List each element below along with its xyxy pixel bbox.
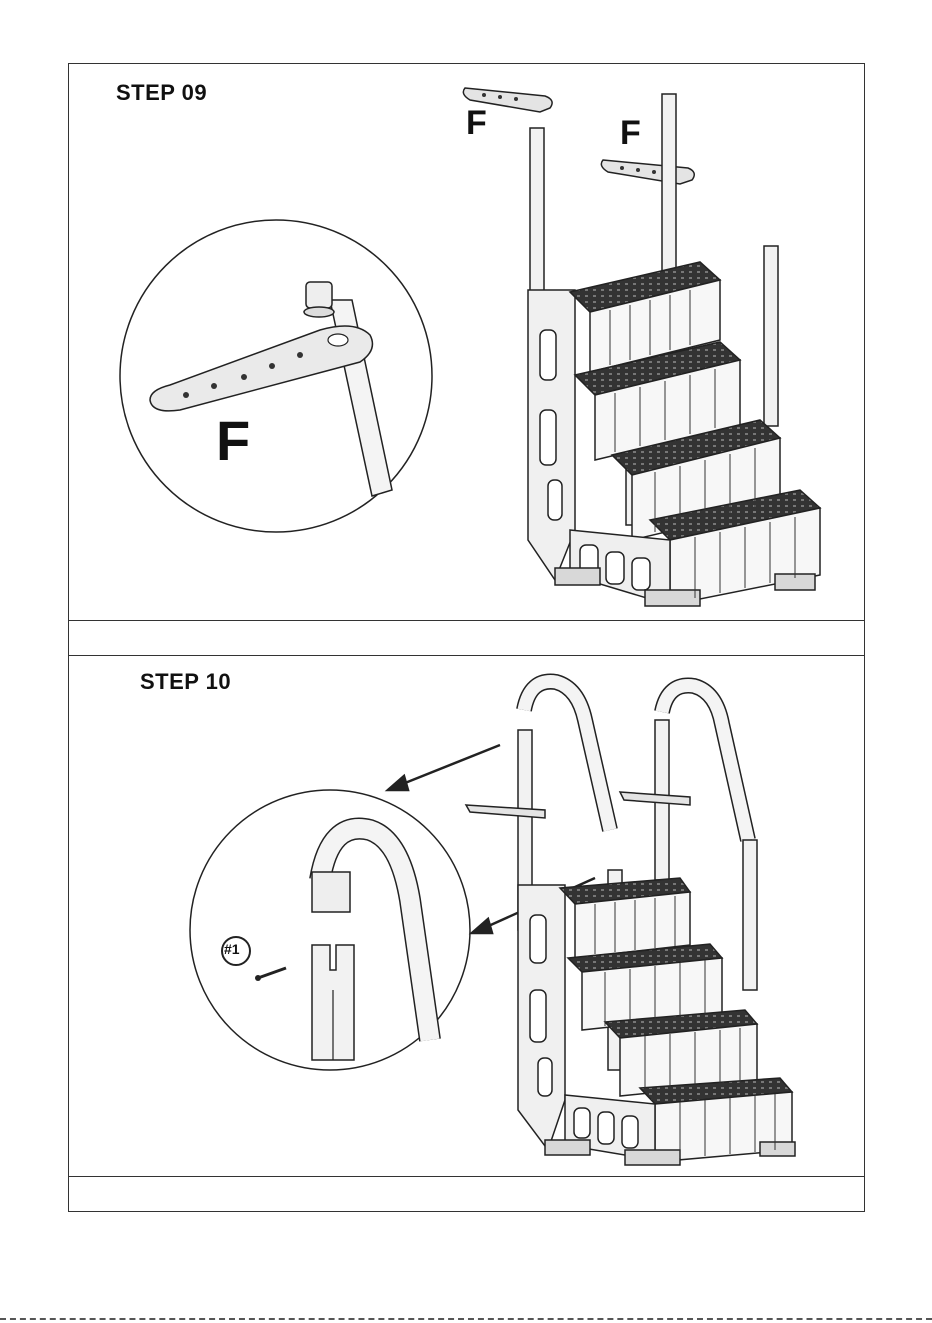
- step-10-handrails-inner: [524, 682, 748, 840]
- step-10-detail-circle: [190, 790, 470, 1070]
- step-09-detail-circle: [120, 220, 432, 532]
- step-10-title: STEP 10: [140, 669, 231, 695]
- part-label-f-detail: F: [216, 408, 250, 473]
- part-label-f-left: F: [466, 104, 487, 143]
- step-09-title: STEP 09: [116, 80, 207, 106]
- part-label-screw-1: #1: [224, 941, 240, 957]
- bracket-f-right: [601, 160, 694, 184]
- page-bottom-edge: [0, 1318, 932, 1320]
- part-label-f-right: F: [620, 114, 641, 153]
